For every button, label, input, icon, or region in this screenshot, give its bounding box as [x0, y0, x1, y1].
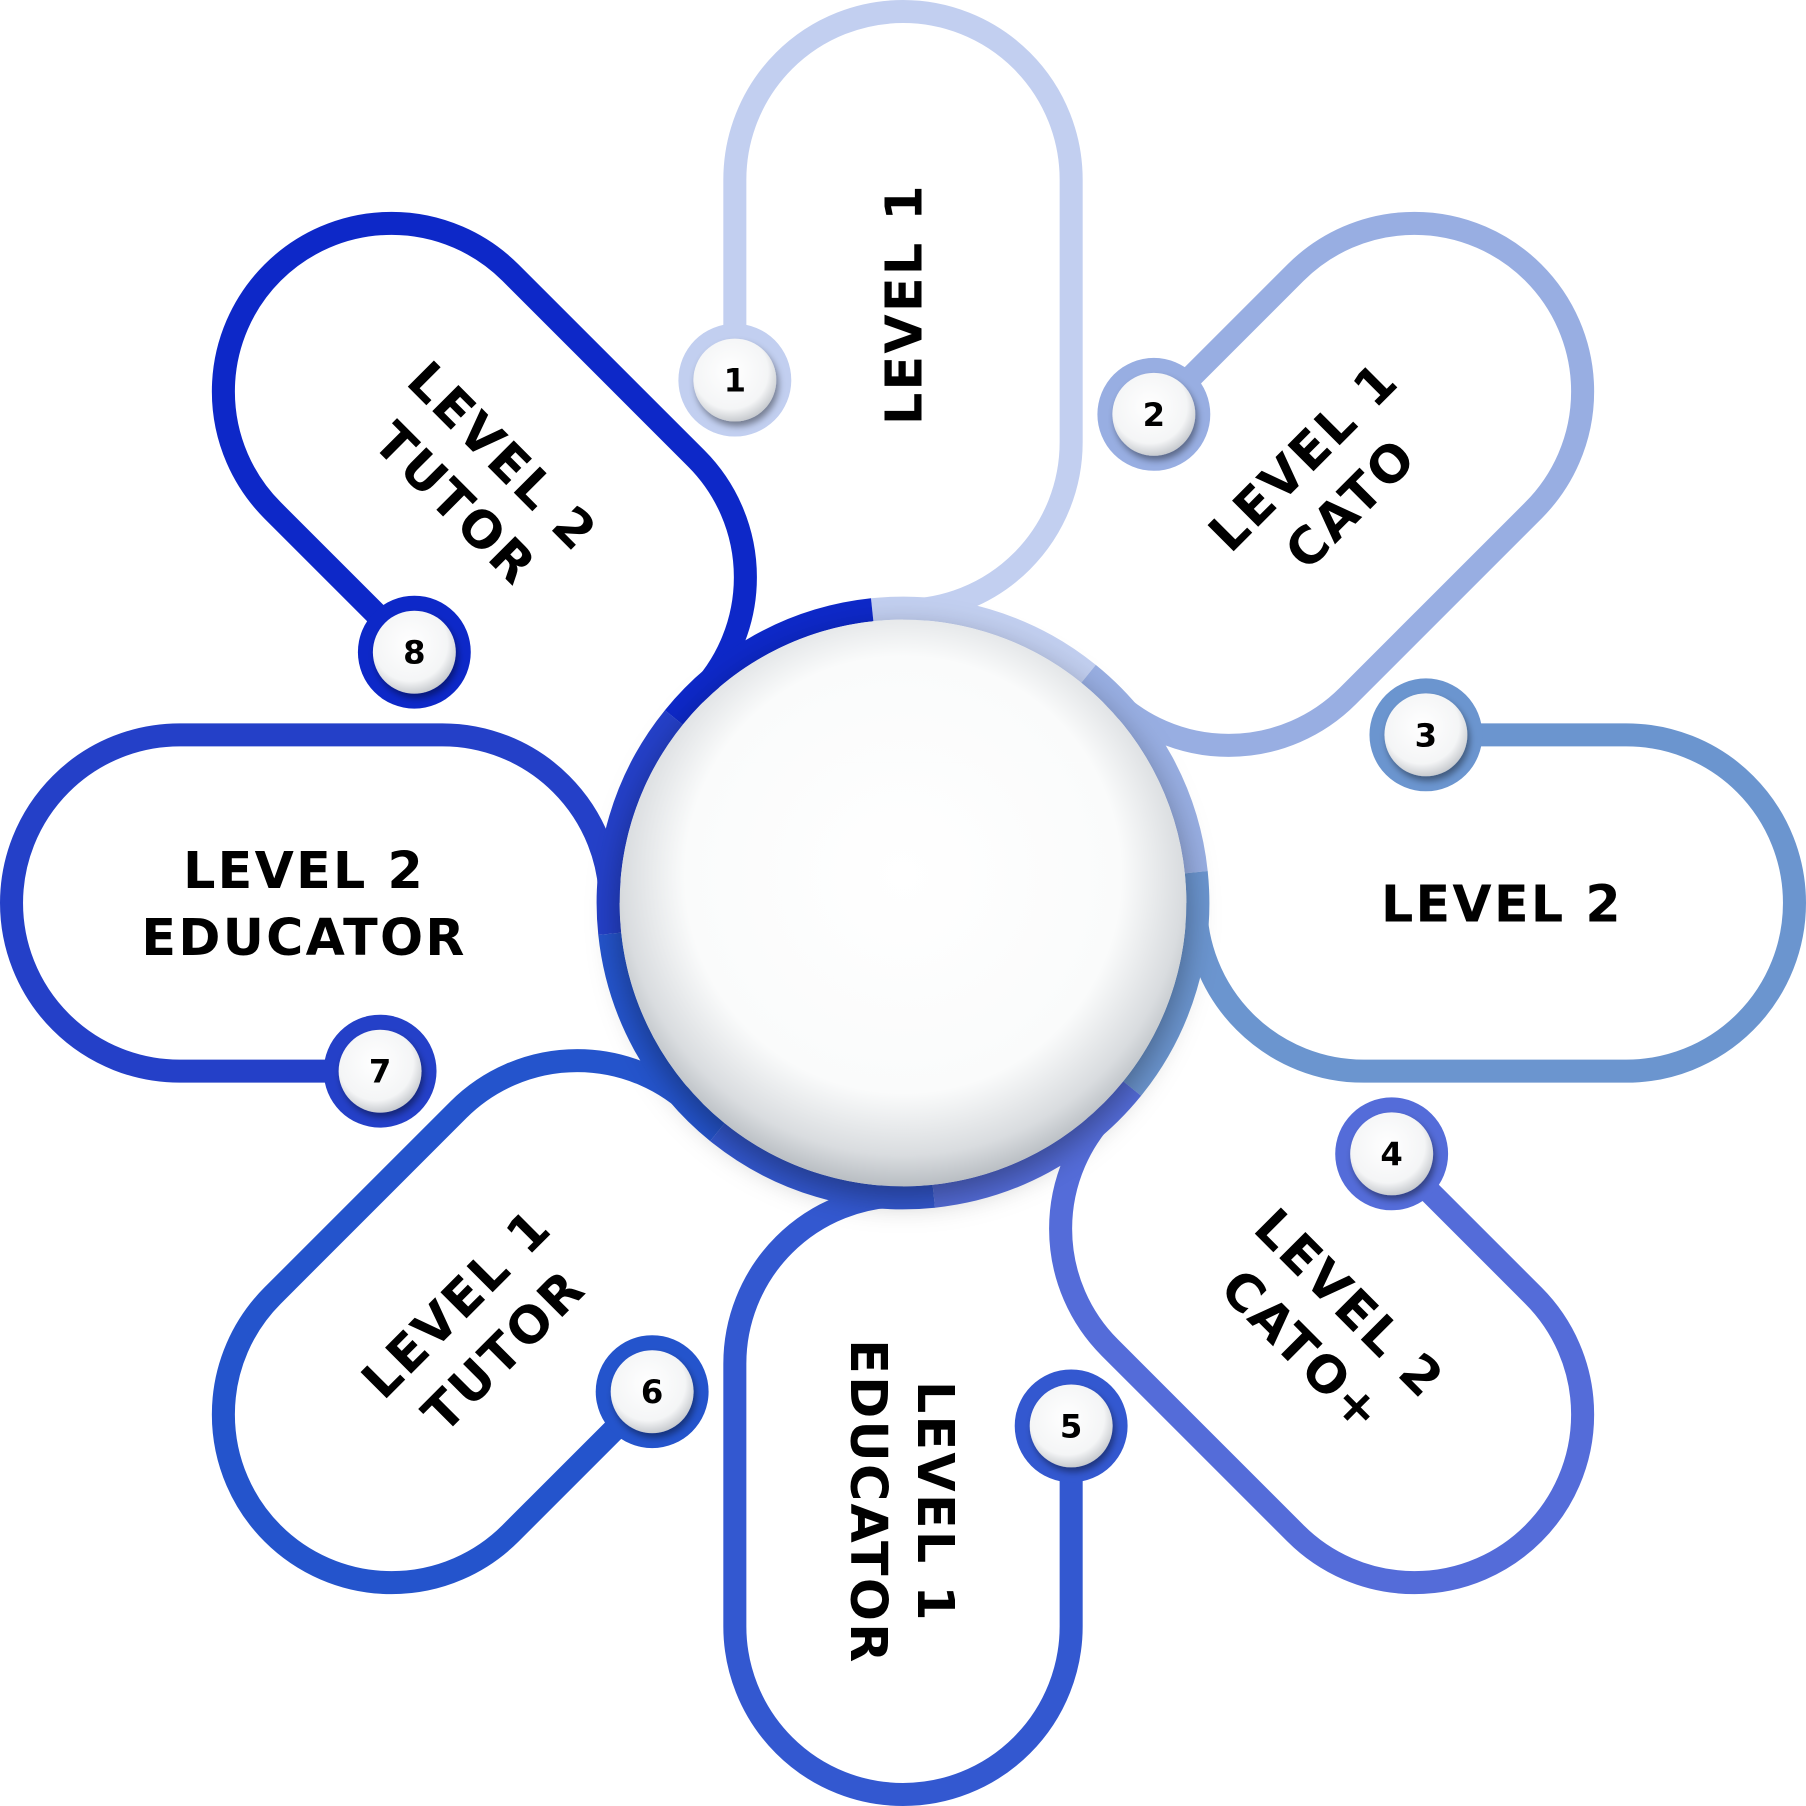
petal-outline [1184, 723, 1806, 1083]
badge-knob [338, 1029, 422, 1113]
badge-7: 7 [323, 1014, 437, 1128]
petal-3: LEVEL 2 [1184, 723, 1806, 1083]
petal-7: LEVEL 2 EDUCATOR [0, 723, 622, 1083]
badge-2: 2 [1097, 357, 1211, 471]
hub-ring [596, 596, 1210, 1210]
badge-knob [1112, 372, 1196, 456]
badge-number: 3 [1415, 716, 1437, 754]
badge-knob [610, 1350, 694, 1434]
petal-label-line: LEVEL 1 [906, 1381, 965, 1623]
badge-4: 4 [1335, 1097, 1449, 1211]
ring-segment [598, 932, 725, 1142]
petal-label: LEVEL 1 [874, 183, 933, 425]
petal-outline [1049, 1101, 1595, 1595]
ring-segment [596, 710, 683, 936]
petal-label-line: EDUCATOR [839, 1339, 898, 1664]
badge-number: 7 [369, 1053, 391, 1091]
petal-label-line: EDUCATOR [141, 908, 466, 967]
petal-label-line: LEVEL 2 [183, 841, 425, 900]
petal-outline [211, 1049, 705, 1595]
badge-3: 3 [1369, 678, 1483, 792]
petal-label-line: LEVEL 1 [874, 183, 933, 425]
badge-knob [693, 338, 777, 422]
petal-label-line: LEVEL 2 [1381, 874, 1623, 933]
badges-layer: 1 2 3 4 5 6 7 8 [323, 323, 1483, 1483]
badge-1: 1 [678, 323, 792, 437]
center-hub [619, 619, 1187, 1187]
petal-outline [211, 211, 757, 705]
ring-segment [1123, 870, 1210, 1096]
badge-8: 8 [357, 595, 471, 709]
petal-label: LEVEL 2 [1381, 874, 1623, 933]
badge-number: 1 [724, 362, 746, 400]
petal-outline [1101, 211, 1595, 757]
petal-outline [723, 1184, 1083, 1806]
badge-knob [1384, 693, 1468, 777]
badge-number: 6 [641, 1373, 663, 1411]
badge-knob [1350, 1112, 1434, 1196]
badge-knob [1029, 1384, 1113, 1468]
badge-number: 8 [403, 634, 425, 672]
badge-6: 6 [595, 1335, 709, 1449]
badge-number: 2 [1143, 396, 1165, 434]
ring-segment [870, 596, 1096, 683]
ring-segment [932, 1081, 1142, 1208]
badge-knob [372, 610, 456, 694]
petal-outline [0, 723, 622, 1083]
petal-outline [723, 0, 1083, 622]
petal-label: LEVEL 2 EDUCATOR [141, 841, 466, 967]
badge-number: 4 [1380, 1135, 1402, 1173]
badge-5: 5 [1014, 1369, 1128, 1483]
ring-segment [1081, 664, 1208, 874]
petal-1: LEVEL 1 [723, 0, 1083, 622]
badge-number: 5 [1060, 1407, 1082, 1445]
ring-segment [664, 598, 874, 725]
ring-segment [710, 1123, 936, 1210]
